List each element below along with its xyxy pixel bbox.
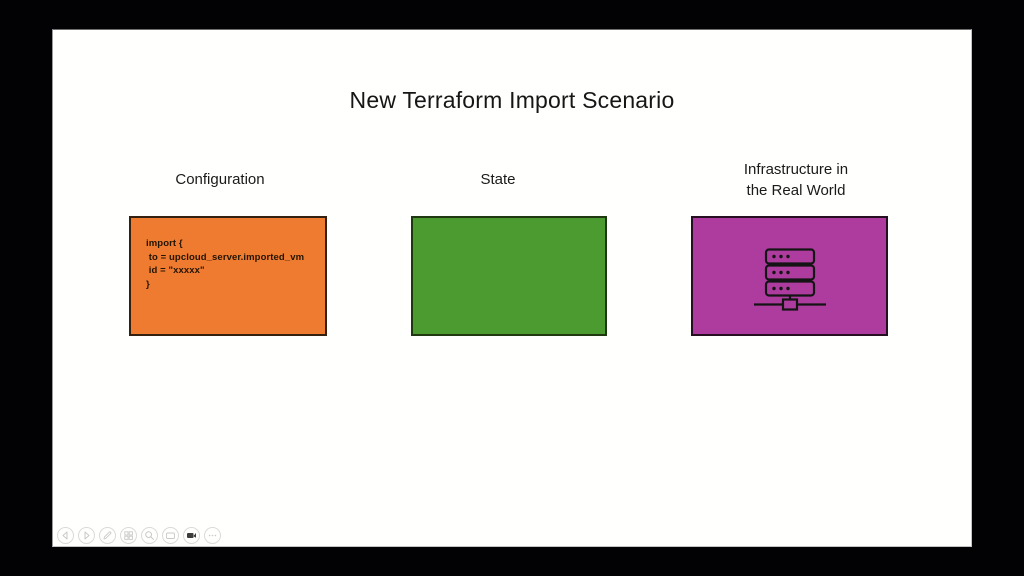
code-line: id = "xxxxx"	[146, 265, 205, 276]
pen-icon	[103, 531, 112, 540]
presenter-toolbar	[57, 527, 221, 544]
code-line: }	[146, 278, 150, 290]
captions-button[interactable]	[162, 527, 179, 544]
infrastructure-box	[691, 216, 888, 336]
label-infrastructure-line2: the Real World	[746, 182, 846, 199]
label-infrastructure-line1: Infrastructure in	[743, 161, 849, 178]
more-options-button[interactable]	[204, 527, 221, 544]
camera-icon	[187, 533, 196, 538]
see-all-slides-button[interactable]	[120, 527, 137, 544]
state-box	[411, 216, 607, 336]
presentation-slide: New Terraform Import Scenario Configurat…	[52, 29, 972, 547]
chevron-right-icon	[84, 531, 90, 540]
code-line: to = upcloud_server.imported_vm	[146, 251, 305, 263]
captions-icon	[166, 532, 175, 539]
slide-title: New Terraform Import Scenario	[349, 87, 675, 113]
ellipsis-icon	[208, 534, 217, 537]
label-infrastructure: Infrastructure in the Real World	[686, 159, 906, 201]
code-line: import {	[146, 238, 183, 249]
slides-grid-icon	[124, 531, 133, 540]
previous-slide-button[interactable]	[57, 527, 74, 544]
configuration-box: import { to = upcloud_server.imported_vm…	[129, 216, 327, 336]
magnifier-icon	[145, 531, 154, 540]
label-state: State	[480, 171, 516, 188]
server-rack-icon	[753, 248, 826, 311]
label-configuration: Configuration	[175, 171, 265, 188]
camera-button[interactable]	[183, 527, 200, 544]
pen-button[interactable]	[99, 527, 116, 544]
chevron-left-icon	[62, 531, 68, 540]
zoom-button[interactable]	[141, 527, 158, 544]
next-slide-button[interactable]	[78, 527, 95, 544]
